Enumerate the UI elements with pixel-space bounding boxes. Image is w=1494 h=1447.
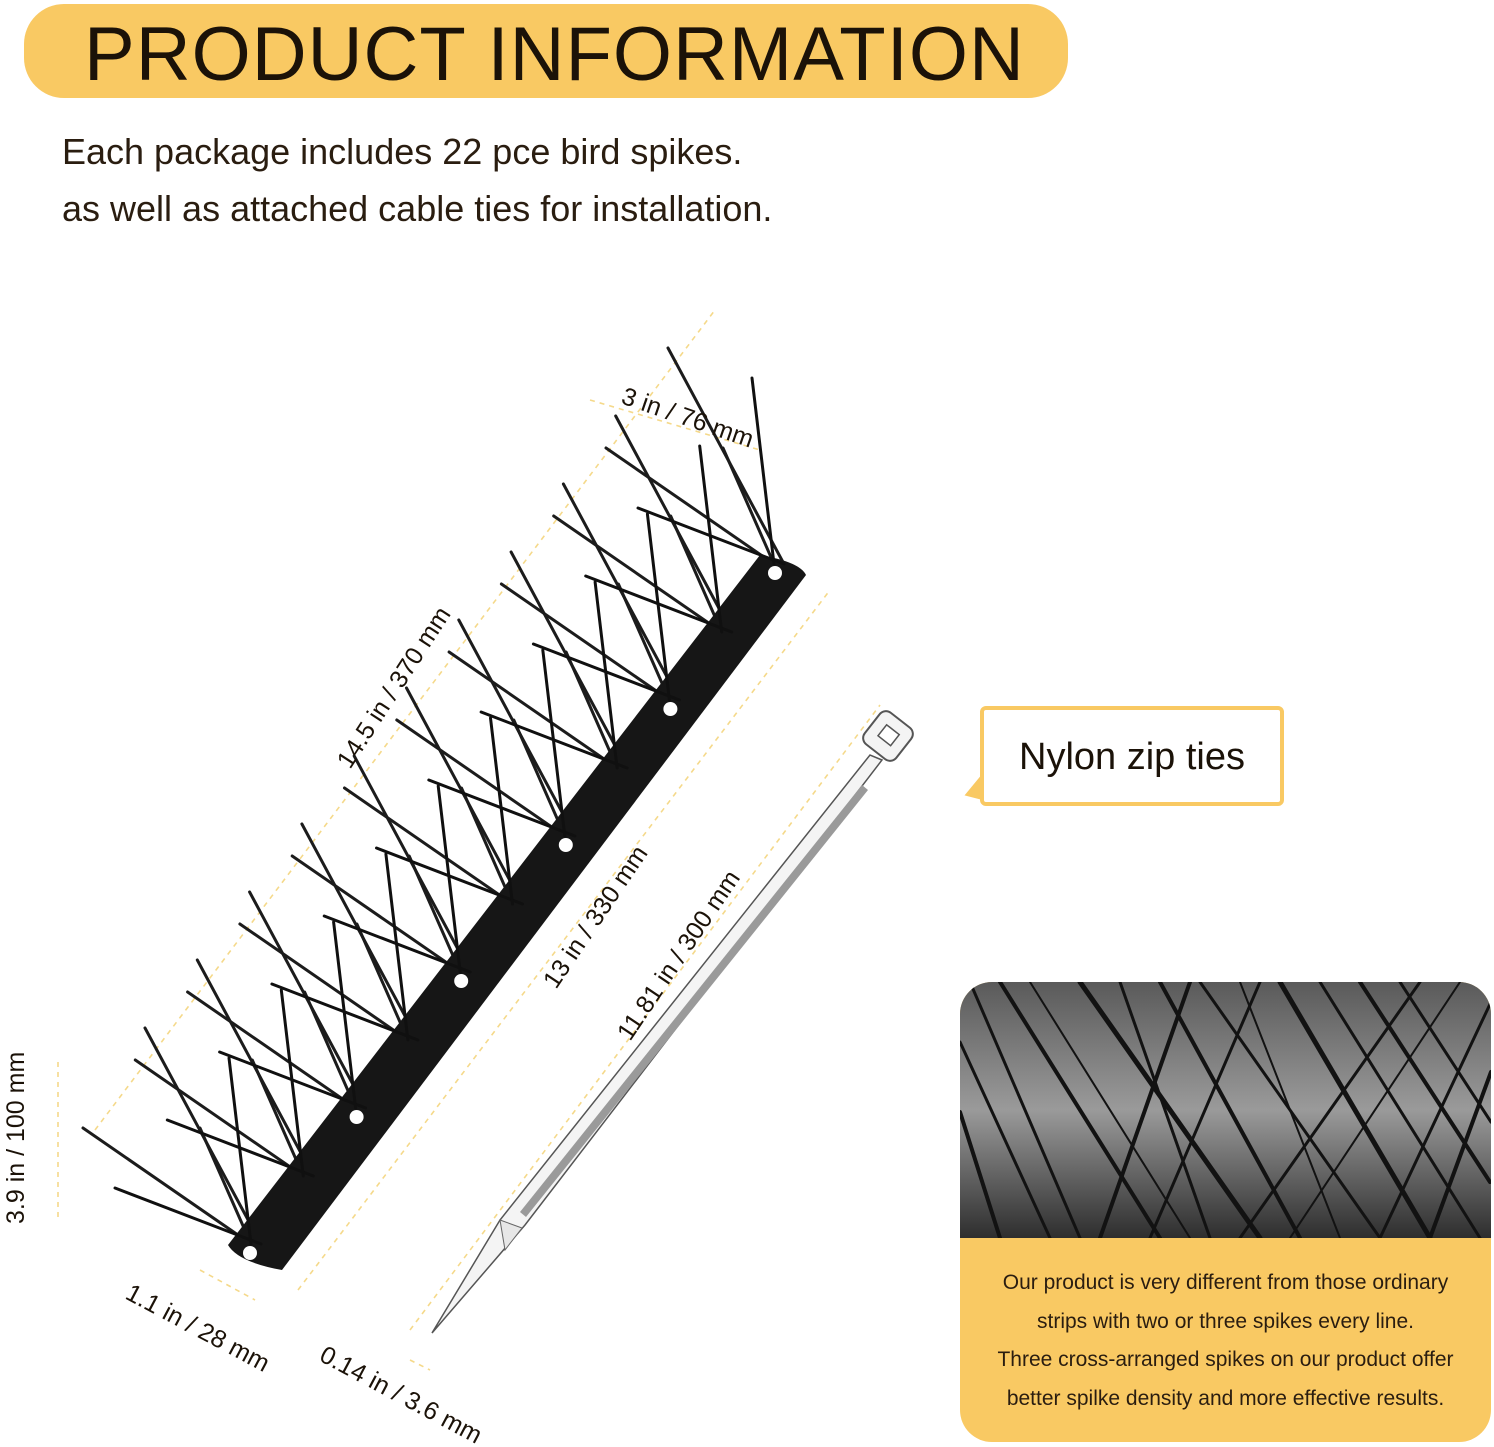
- closeup-spike: [998, 982, 1162, 1238]
- dim-base-width: 1.1 in / 28 mm: [121, 1279, 274, 1378]
- closeup-spike: [1118, 982, 1212, 1238]
- spike: [584, 574, 734, 634]
- closeup-spike: [968, 982, 1082, 1238]
- spike-base-strip: [228, 555, 806, 1270]
- spike: [564, 650, 619, 770]
- spike-detail-card: Our product is very different from those…: [960, 982, 1491, 1442]
- mounting-hole: [243, 1246, 257, 1260]
- intro-line-2: as well as attached cable ties for insta…: [62, 188, 773, 229]
- spike: [238, 922, 410, 1042]
- spike: [186, 990, 358, 1110]
- detail-description: Our product is very different from those…: [960, 1264, 1491, 1418]
- spikes-back: [81, 346, 786, 1246]
- spike: [460, 786, 514, 906]
- spike: [407, 854, 462, 974]
- callout-label: Nylon zip ties: [1019, 736, 1245, 778]
- spike: [499, 582, 671, 702]
- spike: [322, 914, 472, 974]
- spike: [198, 1126, 253, 1246]
- spike: [645, 512, 671, 702]
- closeup-spike: [1318, 982, 1482, 1238]
- spike: [750, 376, 776, 566]
- spike: [227, 1056, 253, 1246]
- closeup-spike: [1158, 982, 1302, 1238]
- zip-tie: [431, 710, 914, 1334]
- spike: [593, 580, 619, 770]
- spike: [270, 982, 420, 1042]
- spike: [721, 446, 776, 566]
- bird-spike-diagram: 14.5 in / 370 mm 3 in / 76 mm 13 in / 33…: [2, 309, 914, 1447]
- mounting-hole: [663, 702, 678, 716]
- spikes-front: [113, 376, 786, 1246]
- spike: [636, 506, 786, 566]
- spike: [165, 1118, 315, 1178]
- detail-line-2: strips with two or three spikes every li…: [1037, 1309, 1414, 1333]
- spike: [616, 582, 671, 702]
- spike: [343, 786, 514, 906]
- spike: [531, 642, 681, 702]
- spike: [512, 718, 567, 838]
- zip-ties-callout: Nylon zip ties: [980, 706, 1284, 806]
- dim-tie-width: 0.14 in / 3.6 mm: [315, 1341, 486, 1447]
- spike: [303, 990, 358, 1110]
- spike: [218, 1050, 368, 1110]
- detail-line-1: Our product is very different from those…: [1002, 1271, 1449, 1294]
- mounting-hole: [454, 974, 469, 988]
- spike: [250, 1058, 305, 1178]
- dim-height: 3.9 in / 100 mm: [2, 1052, 30, 1224]
- spike: [698, 444, 724, 634]
- spike: [541, 648, 567, 838]
- spike: [436, 784, 462, 974]
- closeup-spike: [1077, 982, 1263, 1238]
- closeup-spike: [1378, 1000, 1491, 1238]
- spike: [669, 514, 724, 634]
- mounting-hole: [349, 1110, 364, 1124]
- spike: [479, 710, 629, 770]
- dimension-guides: [57, 309, 881, 1371]
- closeup-spike: [1098, 982, 1192, 1238]
- spike: [279, 988, 305, 1178]
- closeup-spike: [1428, 1070, 1491, 1238]
- intro-line-1: Each package includes 22 pce bird spikes…: [62, 131, 743, 172]
- spike: [81, 1126, 253, 1246]
- closeup-spike: [1239, 982, 1341, 1238]
- spike: [552, 514, 724, 634]
- spike: [604, 446, 776, 566]
- closeup-spike: [960, 1040, 1052, 1238]
- detail-line-4: better spilke density and more effective…: [1006, 1386, 1445, 1410]
- spike: [133, 1058, 305, 1178]
- closeup-spike: [1148, 982, 1262, 1238]
- spike: [375, 846, 524, 906]
- closeup-spike: [1238, 982, 1422, 1238]
- closeup-spike: [1277, 982, 1433, 1238]
- spike: [384, 852, 410, 1042]
- spike: [489, 716, 514, 906]
- spike: [113, 1186, 263, 1246]
- spike-closeup-photo: [960, 982, 1491, 1238]
- title-banner: PRODUCT INFORMATION: [24, 4, 1068, 98]
- spike: [290, 854, 462, 974]
- mounting-hole: [768, 566, 782, 580]
- spike: [427, 778, 577, 838]
- spike: [447, 650, 619, 770]
- closeup-spike: [1289, 982, 1461, 1238]
- closeup-spike: [1358, 982, 1491, 1184]
- mounting-hole: [558, 838, 573, 852]
- spike: [355, 922, 410, 1042]
- detail-line-3: Three cross-arranged spikes on our produ…: [997, 1348, 1454, 1371]
- spike: [332, 920, 358, 1110]
- closeup-spike: [1029, 982, 1191, 1238]
- dim-spike-width: 3 in / 76 mm: [618, 382, 757, 453]
- closeup-spike: [1398, 982, 1491, 1124]
- spike: [395, 718, 567, 838]
- closeup-spike: [960, 1110, 1002, 1238]
- page-title: PRODUCT INFORMATION: [84, 12, 1025, 97]
